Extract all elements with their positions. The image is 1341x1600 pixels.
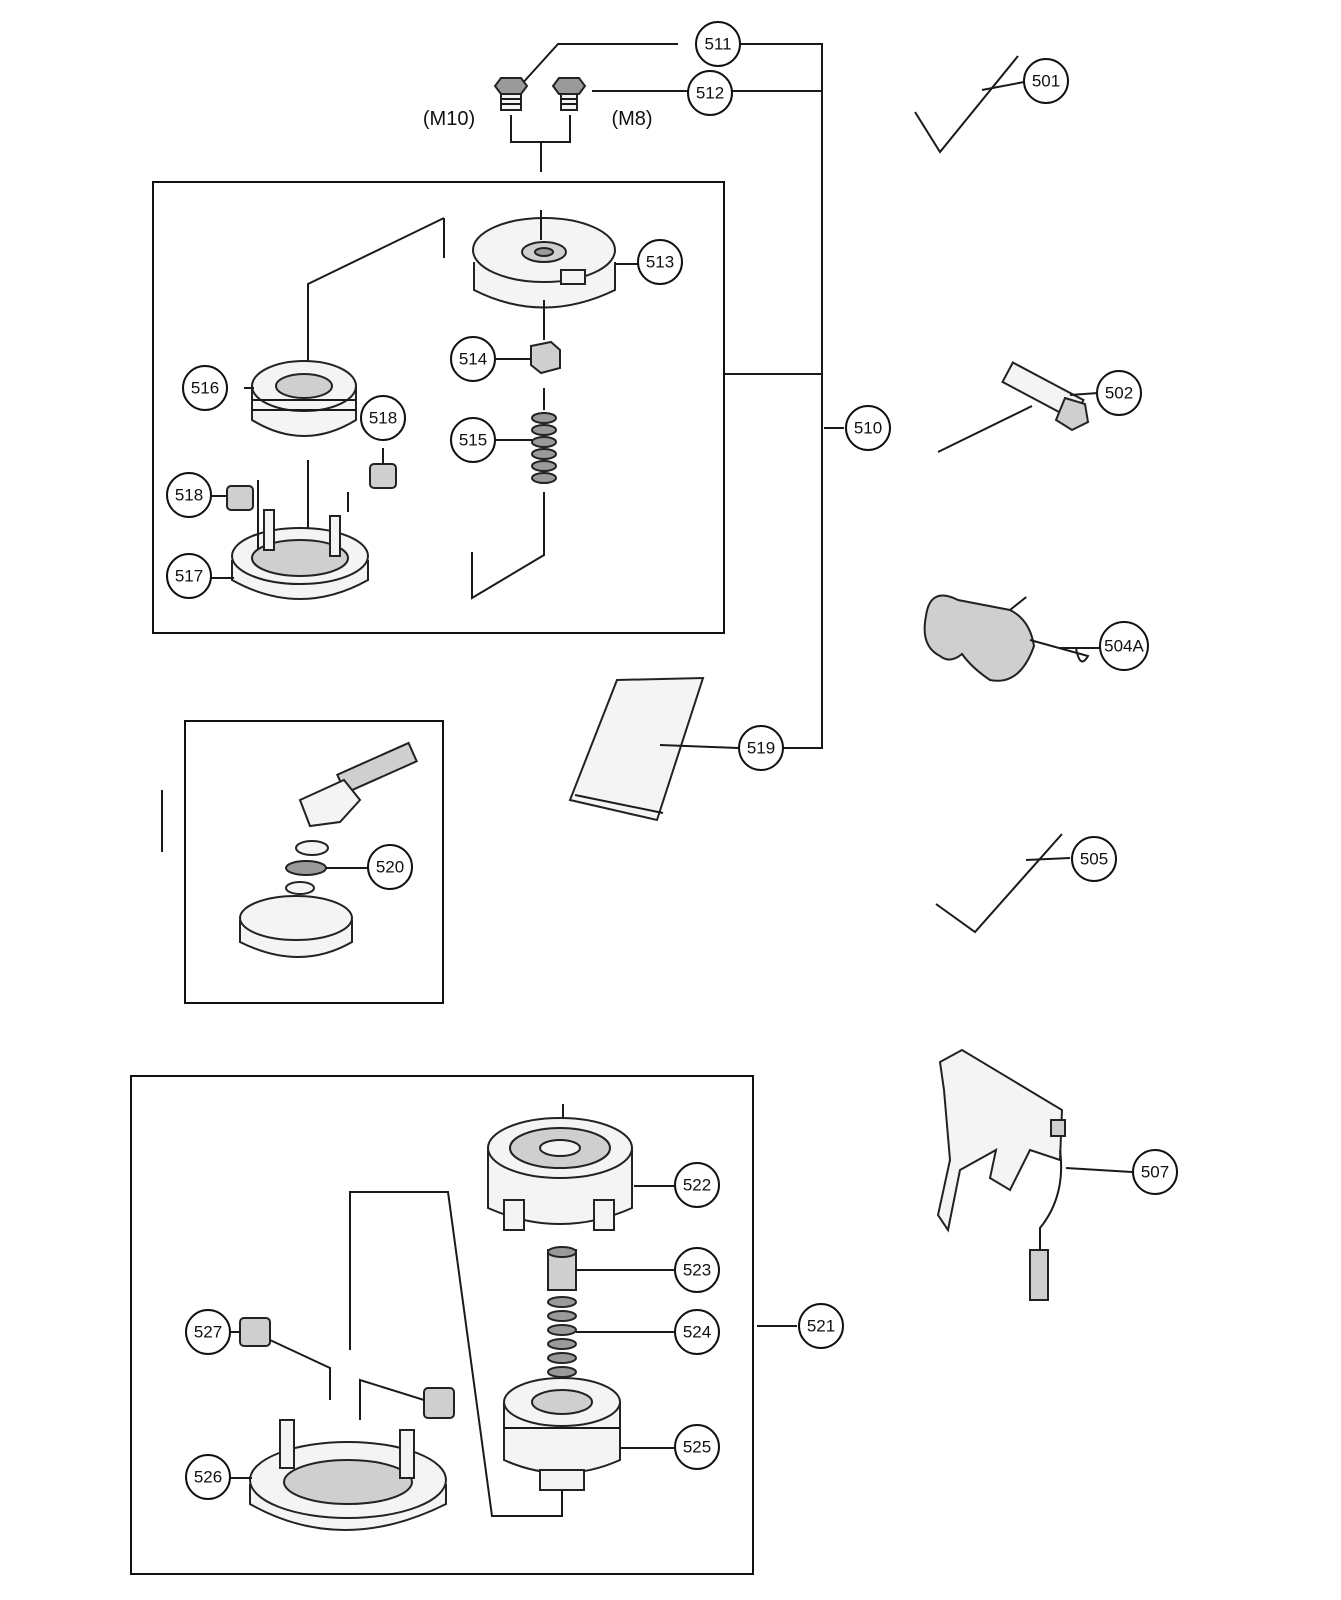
svg-text:521: 521 — [807, 1317, 835, 1336]
callout-514: 514 — [450, 336, 496, 382]
svg-text:512: 512 — [696, 84, 724, 103]
goggles-part-504A — [923, 594, 1100, 682]
spring-part-515 — [471, 388, 557, 600]
svg-text:522: 522 — [683, 1176, 711, 1195]
svg-text:514: 514 — [459, 350, 487, 369]
nut-part-523 — [547, 1246, 577, 1291]
callout-518-left: 518 — [166, 472, 212, 518]
svg-text:504A: 504A — [1104, 637, 1144, 656]
callout-505: 505 — [1071, 836, 1117, 882]
eyelet-part-518-left — [226, 485, 254, 511]
callout-518-right: 518 — [360, 395, 406, 441]
callout-507: 507 — [1132, 1149, 1178, 1195]
cover-part-513 — [472, 210, 616, 340]
callout-513: 513 — [637, 239, 683, 285]
svg-text:511: 511 — [704, 35, 731, 54]
callout-526: 526 — [185, 1454, 231, 1500]
svg-text:505: 505 — [1080, 850, 1108, 869]
eyelet-part-518-right — [369, 448, 397, 489]
callout-517: 517 — [166, 553, 212, 599]
svg-text:518: 518 — [369, 409, 397, 428]
callout-519: 519 — [738, 725, 784, 771]
svg-text:518: 518 — [175, 486, 203, 505]
svg-text:510: 510 — [854, 419, 882, 438]
trimmer-head-part-520 — [239, 741, 419, 958]
spool-part-525 — [349, 1191, 621, 1517]
callout-521: 521 — [798, 1303, 844, 1349]
housing-part-526 — [249, 1419, 447, 1531]
cap-part-522 — [487, 1104, 633, 1231]
plug-wrench-part-502 — [937, 361, 1099, 453]
callout-504A: 504A — [1099, 621, 1149, 671]
label-m8: (M8) — [611, 108, 652, 130]
hex-key-part-501 — [914, 55, 1025, 154]
callout-511: 511 — [695, 21, 741, 67]
harness-part-507 — [936, 1048, 1133, 1301]
svg-text:527: 527 — [194, 1323, 222, 1342]
leader-lines — [210, 263, 674, 1479]
callout-501: 501 — [1023, 58, 1069, 104]
svg-text:501: 501 — [1032, 72, 1060, 91]
callout-523: 523 — [674, 1247, 720, 1293]
callout-525: 525 — [674, 1424, 720, 1470]
callout-524: 524 — [674, 1309, 720, 1355]
spring-part-524 — [547, 1296, 577, 1378]
assembly-box-520 — [184, 720, 444, 1004]
bolt-m10 — [493, 77, 529, 111]
svg-text:519: 519 — [747, 739, 775, 758]
svg-text:507: 507 — [1141, 1163, 1169, 1182]
eyelet-part-527-right — [359, 1378, 455, 1420]
svg-text:526: 526 — [194, 1468, 222, 1487]
svg-text:524: 524 — [683, 1323, 711, 1342]
callout-515: 515 — [450, 417, 496, 463]
hex-key-part-505 — [935, 833, 1071, 934]
callout-522: 522 — [674, 1162, 720, 1208]
svg-text:523: 523 — [683, 1261, 711, 1280]
svg-text:517: 517 — [175, 567, 203, 586]
manual-part-519 — [568, 676, 739, 822]
housing-part-517 — [231, 480, 369, 600]
svg-text:525: 525 — [683, 1438, 711, 1457]
callout-502: 502 — [1096, 370, 1142, 416]
bolt-m8 — [551, 77, 587, 111]
svg-text:516: 516 — [191, 379, 219, 398]
svg-text:502: 502 — [1105, 384, 1133, 403]
callout-527: 527 — [185, 1309, 231, 1355]
svg-text:515: 515 — [459, 431, 487, 450]
nut-part-514 — [530, 340, 561, 375]
assembly-box-top — [152, 181, 725, 634]
callout-520: 520 — [367, 844, 413, 890]
callout-510: 510 — [845, 405, 891, 451]
svg-text:513: 513 — [646, 253, 674, 272]
spool-part-516 — [251, 217, 445, 540]
label-m10: (M10) — [423, 108, 475, 130]
callout-516: 516 — [182, 365, 228, 411]
callout-512: 512 — [687, 70, 733, 116]
svg-text:520: 520 — [376, 858, 404, 877]
eyelet-part-527-left — [239, 1317, 331, 1400]
assembly-box-521 — [130, 1075, 754, 1575]
connector-lines — [510, 43, 844, 749]
